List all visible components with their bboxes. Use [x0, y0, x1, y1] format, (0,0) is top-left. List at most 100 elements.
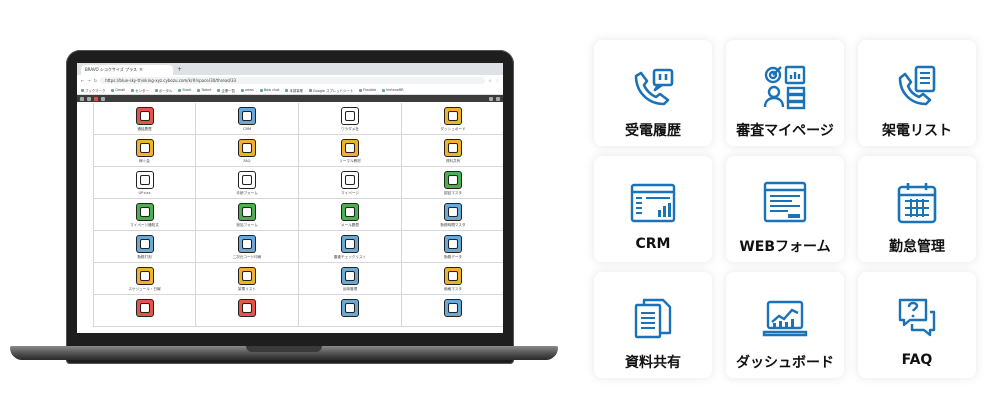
- app-tile-label: リーマル教材: [339, 159, 361, 163]
- browser-address-row: ← → ↻ https://blue-sky-thinking-xyz.cybo…: [77, 75, 503, 86]
- feature-card-call-list[interactable]: 架電リスト: [858, 40, 976, 146]
- feature-card-title: 受電履歴: [625, 123, 681, 139]
- home-icon[interactable]: [87, 96, 91, 101]
- bookmark-item[interactable]: ブックマーク: [81, 88, 105, 93]
- app-tile-label: 審査チェックリスト: [333, 255, 367, 259]
- app-tile-icon: [135, 107, 154, 125]
- app-tile-label: 追加フォーム: [236, 223, 258, 227]
- app-tile-icon: [238, 139, 256, 157]
- app-tile[interactable]: [196, 295, 299, 327]
- feature-card-title: FAQ: [901, 352, 933, 368]
- bookmark-item[interactable]: 本部事業: [285, 88, 303, 93]
- app-tile[interactable]: マイページ通知文: [93, 199, 196, 231]
- app-tile[interactable]: 手続フォーム: [196, 167, 299, 199]
- app-tile[interactable]: [402, 295, 503, 327]
- app-tile[interactable]: ダッシュボード: [402, 103, 503, 135]
- bookmark-item[interactable]: 企業一覧: [217, 88, 235, 93]
- app-tile[interactable]: リーマル教材: [299, 135, 402, 167]
- bookmark-item[interactable]: Slack: [178, 88, 191, 92]
- bookmark-item[interactable]: Bow chat: [259, 88, 279, 92]
- feature-card-call-history[interactable]: 受電履歴: [594, 40, 712, 146]
- bookmark-item[interactable]: kintoneBR: [382, 88, 404, 92]
- app-tile[interactable]: 審査チェックリスト: [299, 231, 402, 263]
- app-tile[interactable]: 認証マスタ: [402, 167, 503, 199]
- feature-card-title: CRM: [635, 236, 671, 252]
- bookmark-item[interactable]: news: [241, 88, 254, 92]
- app-tile[interactable]: [93, 295, 196, 327]
- app-tile[interactable]: 資料共有: [402, 135, 503, 167]
- app-tile-icon: [135, 139, 154, 157]
- app-tile-icon: [341, 139, 359, 157]
- feature-card-review-mypage[interactable]: 審査マイページ: [726, 40, 844, 146]
- app-tile-icon: [341, 299, 359, 317]
- app-tile[interactable]: CRM: [196, 103, 299, 135]
- app-tile-label: 勤務打刻: [137, 255, 152, 259]
- tab-title: BRAVO シコクサイズ プラス: [85, 67, 137, 72]
- app-tile[interactable]: スケジュール・日報: [93, 263, 196, 295]
- app-tile[interactable]: [299, 295, 402, 327]
- new-tab-icon[interactable]: +: [177, 66, 183, 73]
- address-bar[interactable]: https://blue-sky-thinking-xyz.cybozu.com…: [100, 77, 486, 84]
- app-tile-label: 手続フォーム: [236, 191, 258, 195]
- laptop-base: [10, 346, 558, 360]
- bookmark-item[interactable]: Gmail: [111, 88, 125, 92]
- app-tile[interactable]: 勤務データ: [402, 231, 503, 263]
- feature-card-faq[interactable]: FAQ: [858, 272, 976, 378]
- menu-toggle-icon[interactable]: [80, 96, 84, 101]
- app-tile[interactable]: マイページ: [299, 167, 402, 199]
- app-tile[interactable]: FAQ: [196, 135, 299, 167]
- help-icon[interactable]: [496, 96, 500, 101]
- app-tile-label: 勤務データ: [444, 255, 462, 259]
- app-tile[interactable]: 勤務打刻: [93, 231, 196, 263]
- feature-card-title: 資料共有: [625, 355, 681, 371]
- back-icon[interactable]: ←: [81, 78, 85, 83]
- documents-icon: [634, 298, 672, 339]
- phone-call-icon: [634, 68, 674, 106]
- crm-window-icon: [630, 183, 676, 223]
- app-tile-icon: [444, 107, 462, 125]
- feature-card-web-form[interactable]: WEBフォーム: [726, 156, 844, 262]
- app-tile[interactable]: 価格マスタ: [402, 263, 503, 295]
- app-tile[interactable]: 追加フォーム: [196, 199, 299, 231]
- app-tile[interactable]: ワラダメ社: [299, 103, 402, 135]
- app-tile[interactable]: 二次元コード印刷: [196, 231, 299, 263]
- app-tile-icon: [135, 299, 154, 317]
- bookmark-item[interactable]: センター: [131, 88, 149, 93]
- app-tile[interactable]: 反映管理: [299, 263, 402, 295]
- feature-card-title: 勤怠管理: [889, 239, 945, 255]
- app-tile[interactable]: メール履歴: [299, 199, 402, 231]
- browser-tab[interactable]: BRAVO シコクサイズ プラス ×: [81, 65, 173, 75]
- review-dashboard-icon: [763, 65, 806, 110]
- app-tile[interactable]: 架電リスト: [196, 263, 299, 295]
- app-tile[interactable]: UP×xx: [93, 167, 196, 199]
- close-tab-icon[interactable]: ×: [139, 67, 144, 73]
- faq-chat-icon: [898, 298, 936, 337]
- bookmark-item[interactable]: Flexible: [359, 88, 376, 92]
- menu-icon[interactable]: ⋮: [495, 78, 499, 83]
- feature-card-attendance[interactable]: 勤怠管理: [858, 156, 976, 262]
- app-tile[interactable]: 稼ぐ会: [93, 135, 196, 167]
- bookmark-item[interactable]: ポータル: [154, 88, 172, 93]
- app-tile-icon: [238, 235, 256, 253]
- laptop-mockup: BRAVO シコクサイズ プラス × + ← → ↻ https://blue-…: [10, 42, 558, 372]
- notification-icon[interactable]: [94, 96, 98, 101]
- bookmark-item[interactable]: Google スプレッドシート: [309, 88, 353, 93]
- forward-icon[interactable]: →: [87, 78, 91, 83]
- feature-card-crm[interactable]: CRM: [594, 156, 712, 262]
- people-icon[interactable]: [101, 96, 105, 101]
- settings-icon[interactable]: [489, 96, 493, 101]
- app-tile-icon: [341, 107, 359, 125]
- app-tile-icon: [135, 235, 154, 253]
- star-icon[interactable]: ☆: [488, 78, 492, 83]
- feature-card-document-share[interactable]: 資料共有: [594, 272, 712, 378]
- app-tile-icon: [238, 107, 256, 125]
- feature-card-dashboard[interactable]: ダッシュボード: [726, 272, 844, 378]
- app-tile-label: UP×xx: [138, 191, 151, 195]
- reload-icon[interactable]: ↻: [93, 78, 98, 83]
- app-tile[interactable]: 通話履歴: [93, 103, 196, 135]
- app-tile-label: マイページ: [341, 191, 359, 195]
- bookmark-item[interactable]: Talent: [197, 88, 211, 92]
- app-tile[interactable]: 勤務時間マスタ: [402, 199, 503, 231]
- app-tile-label: スケジュール・日報: [128, 287, 161, 291]
